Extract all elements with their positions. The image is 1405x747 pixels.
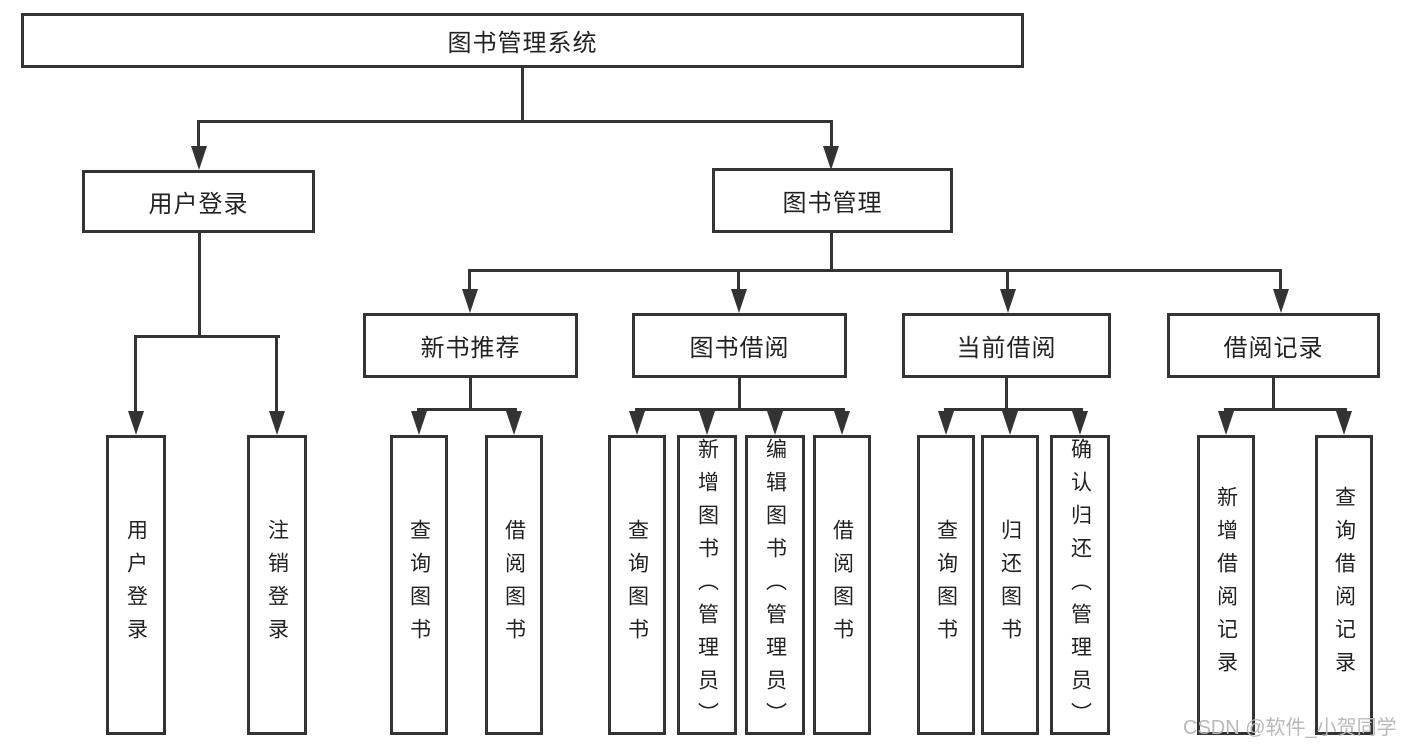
connector-g2-stub: [469, 378, 472, 411]
arrowhead-book-management: [823, 146, 839, 170]
leaf-label: 用户登录: [124, 519, 148, 651]
watermark: CSDN @软件_小贺同学: [1183, 717, 1397, 739]
node-root: 图书管理系统: [21, 13, 1024, 68]
arrowhead-leaf: [834, 411, 850, 435]
connector-g2-split: [417, 408, 517, 411]
node-book-management: 图书管理: [712, 168, 953, 233]
arrowhead-leaf: [938, 411, 954, 435]
connector-mgmt-split: [468, 269, 1282, 272]
leaf-logout: 注销登录: [247, 435, 307, 735]
node-book-borrow: 图书借阅: [632, 313, 847, 378]
connector-g3-split: [635, 408, 845, 411]
connector-g4-split: [944, 408, 1083, 411]
leaf-borrow-book-2: 借阅图书: [813, 435, 871, 735]
arrowhead-leaf: [767, 411, 783, 435]
leaf-user-login: 用户登录: [106, 435, 166, 735]
leaf-label: 注销登录: [265, 519, 289, 651]
connector-drop-book-management: [830, 120, 833, 150]
leaf-edit-book-admin: 编辑图书（管理员）: [745, 435, 805, 735]
leaf-query-book-3: 查询图书: [917, 435, 975, 735]
leaf-add-borrow-record: 新增借阅记录: [1197, 435, 1255, 735]
arrowhead-leaf: [699, 411, 715, 435]
connector-login-stub: [198, 233, 201, 338]
connector-mgmt-stub: [830, 233, 833, 272]
arrowhead-leaf: [411, 411, 427, 435]
connector-login-drop-1: [134, 335, 137, 415]
leaf-query-book-2: 查询图书: [608, 435, 666, 735]
leaf-borrow-book-1: 借阅图书: [485, 435, 543, 735]
leaf-confirm-return-admin: 确认归还（管理员）: [1050, 435, 1110, 735]
arrowhead-leaf: [128, 411, 144, 435]
arrowhead-leaf: [1218, 411, 1234, 435]
leaf-label: 借阅图书: [830, 519, 854, 651]
connector-mgmt-drop-4: [1279, 269, 1282, 293]
connector-mgmt-drop-3: [1006, 269, 1009, 293]
connector-g4-stub: [1005, 378, 1008, 411]
connector-login-drop-2: [275, 335, 278, 415]
node-current-borrow: 当前借阅: [902, 313, 1111, 378]
arrowhead-leaf: [629, 411, 645, 435]
connector-g5-split: [1224, 408, 1347, 411]
connector-g5-stub: [1272, 378, 1275, 411]
node-new-book-recommend: 新书推荐: [363, 313, 578, 378]
leaf-label: 编辑图书（管理员）: [763, 438, 787, 735]
connector-root-split: [197, 120, 833, 123]
leaf-label: 归还图书: [998, 519, 1022, 651]
connector-mgmt-drop-2: [737, 269, 740, 293]
arrowhead-book-borrow: [731, 289, 747, 313]
arrowhead-user-login: [191, 146, 207, 170]
leaf-label: 借阅图书: [502, 519, 526, 651]
arrowhead-borrow-record: [1273, 289, 1289, 313]
leaf-label: 确认归还（管理员）: [1068, 438, 1092, 735]
arrowhead-leaf: [506, 411, 522, 435]
leaf-label: 新增图书（管理员）: [695, 438, 719, 735]
leaf-add-book-admin: 新增图书（管理员）: [677, 435, 737, 735]
leaf-query-borrow-record: 查询借阅记录: [1315, 435, 1373, 735]
connector-g3-stub: [738, 378, 741, 411]
leaf-label: 新增借阅记录: [1214, 486, 1238, 684]
arrowhead-new-book: [462, 289, 478, 313]
connector-login-split: [134, 335, 280, 338]
leaf-label: 查询借阅记录: [1332, 486, 1356, 684]
arrowhead-leaf: [1072, 411, 1088, 435]
leaf-label: 查询图书: [934, 519, 958, 651]
connector-mgmt-drop-1: [468, 269, 471, 293]
leaf-label: 查询图书: [625, 519, 649, 651]
arrowhead-leaf: [1002, 411, 1018, 435]
arrowhead-leaf: [1336, 411, 1352, 435]
node-user-login: 用户登录: [82, 170, 315, 233]
leaf-return-book: 归还图书: [981, 435, 1039, 735]
connector-drop-user-login: [197, 120, 200, 150]
node-borrow-record: 借阅记录: [1167, 313, 1380, 378]
leaf-label: 查询图书: [407, 519, 431, 651]
arrowhead-current-borrow: [1000, 289, 1016, 313]
leaf-query-book-1: 查询图书: [390, 435, 448, 735]
arrowhead-leaf: [269, 411, 285, 435]
connector-root-stub: [521, 68, 524, 123]
